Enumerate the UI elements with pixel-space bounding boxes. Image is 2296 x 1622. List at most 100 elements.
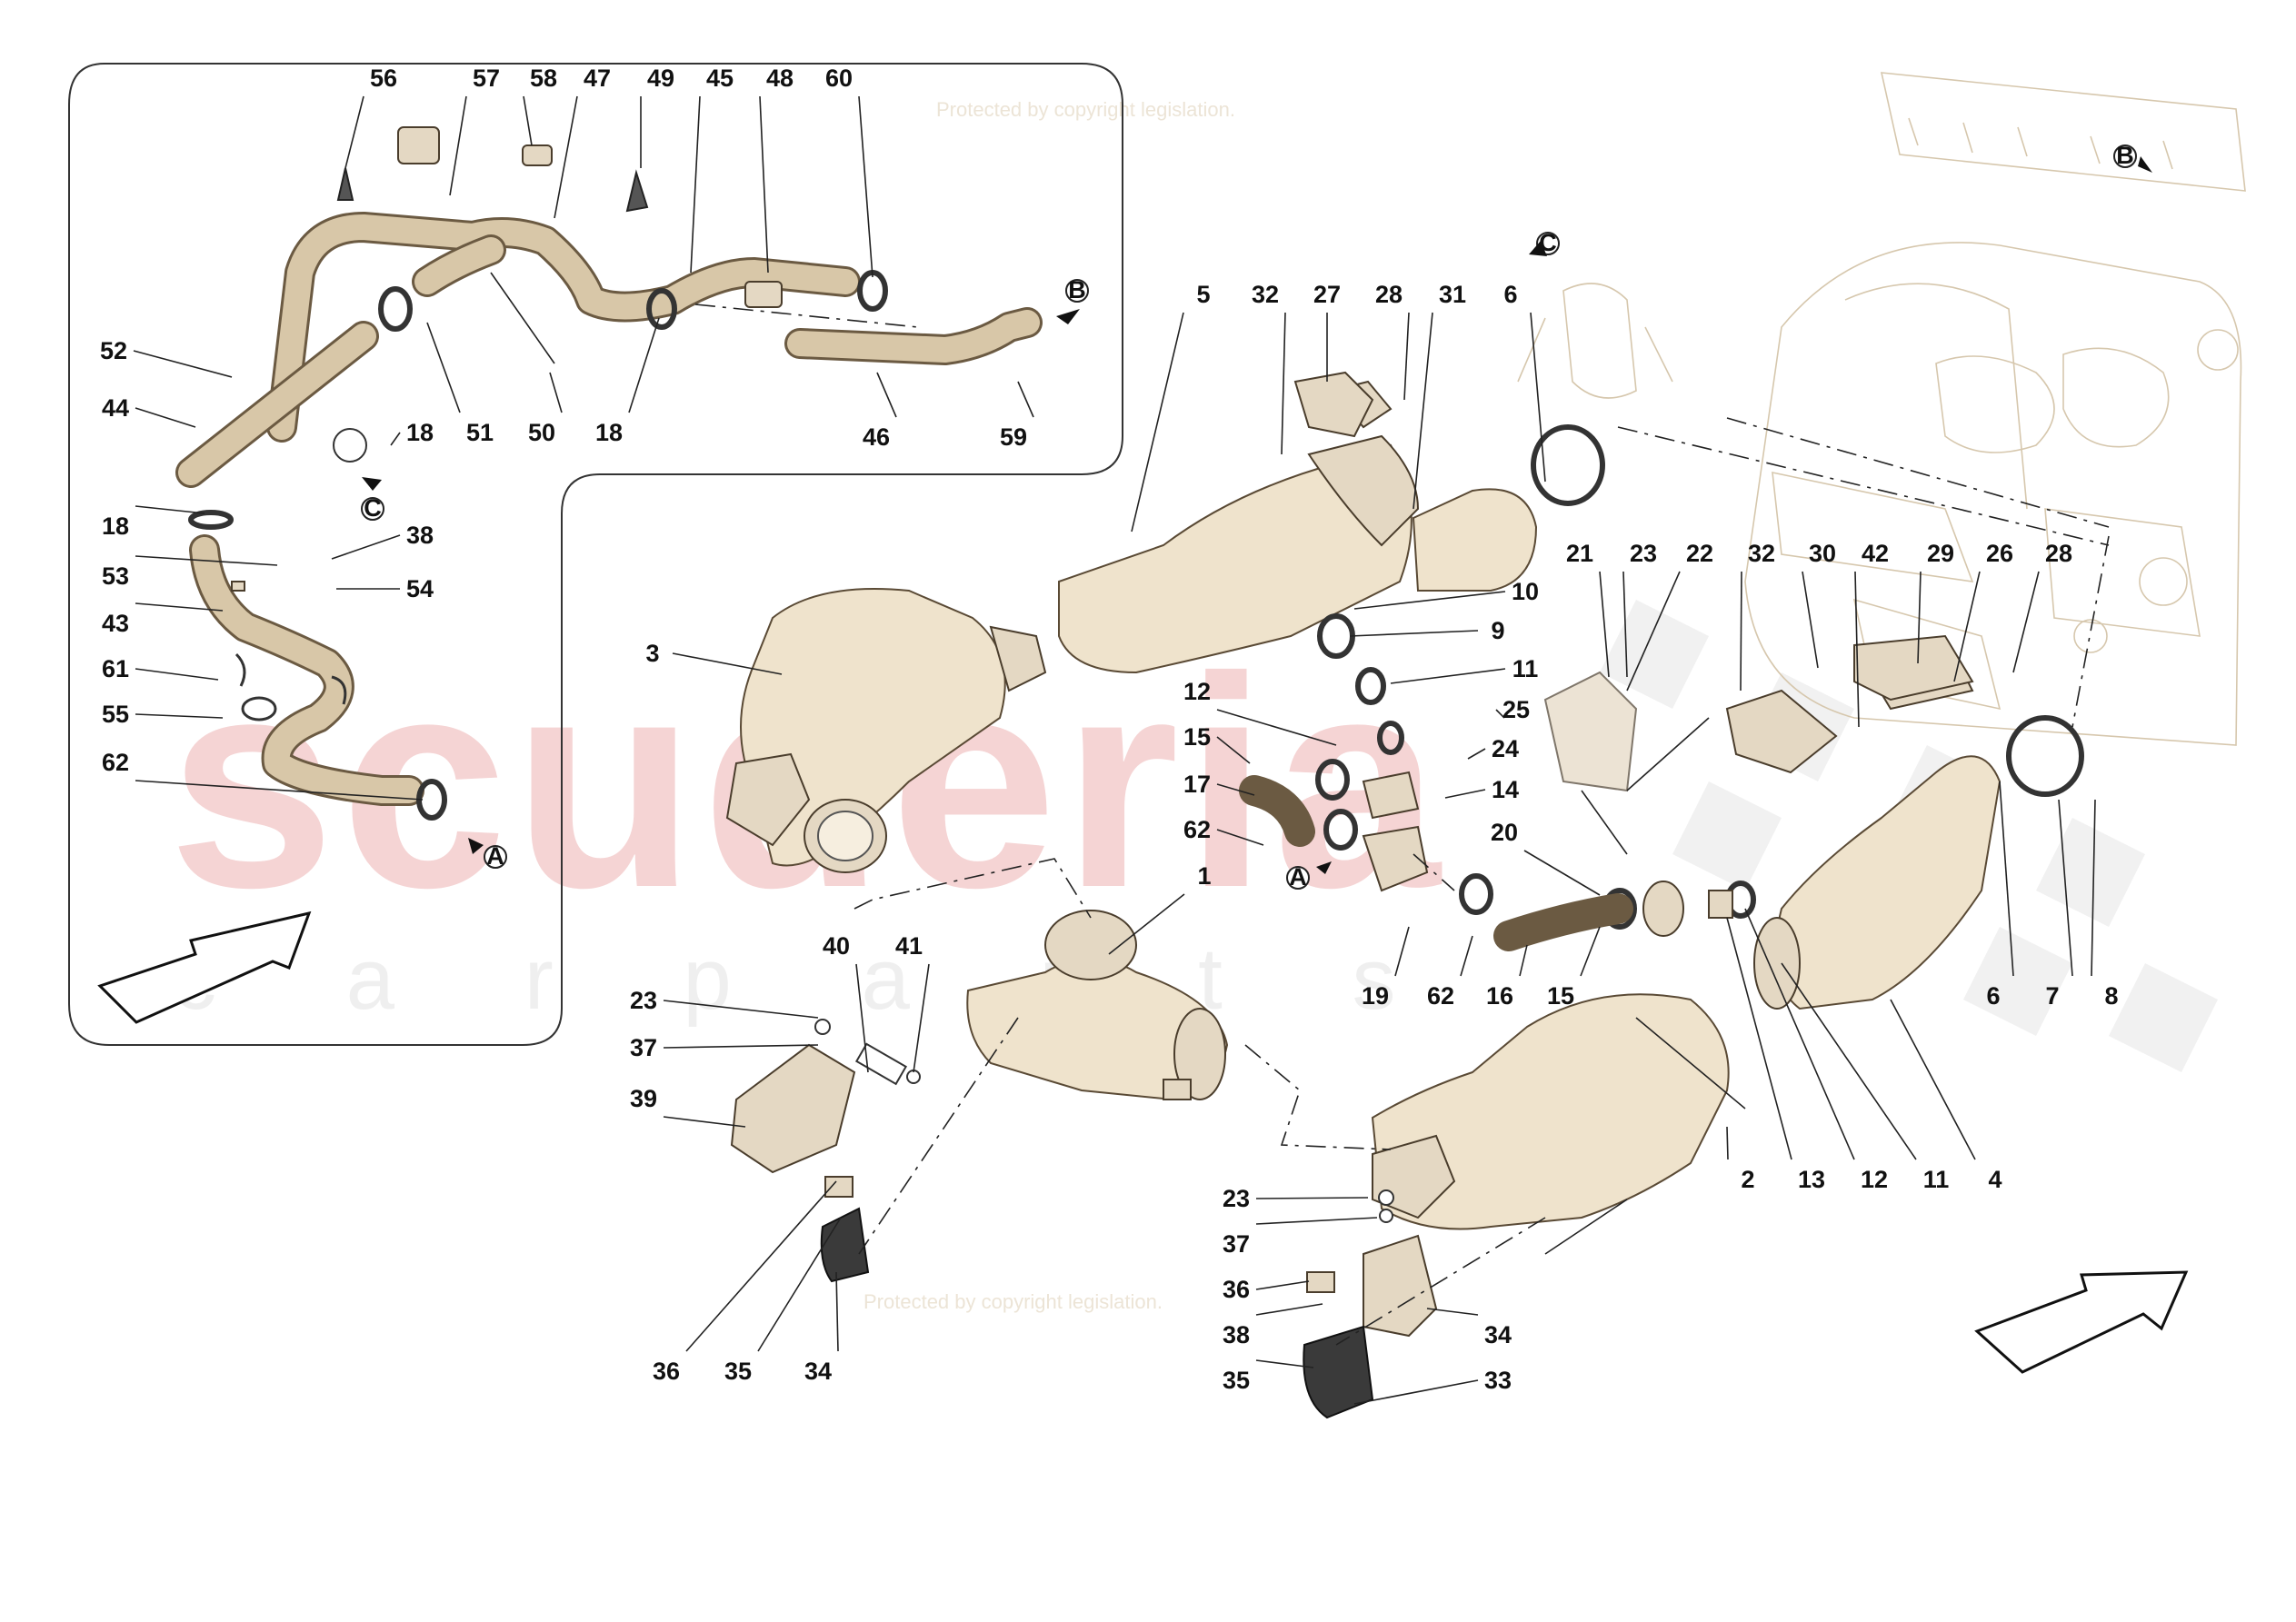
part-label-55: 55 (102, 701, 129, 728)
inset-frame (68, 63, 1123, 1046)
part-label-54: 54 (406, 575, 434, 602)
part-label-38: 38 (1223, 1321, 1250, 1348)
part-label-56: 56 (370, 65, 397, 92)
part-label-37: 37 (630, 1034, 657, 1061)
leader-line-23 (1622, 571, 1628, 678)
part-label-1: 1 (1197, 862, 1211, 890)
leader-line-4 (1890, 999, 1976, 1160)
leader-line-50 (549, 372, 563, 413)
part-label-18: 18 (595, 419, 623, 446)
clamp-ring-6b (2006, 715, 2084, 797)
leader-line-36 (685, 1180, 837, 1352)
part-label-8: 8 (2104, 982, 2118, 1010)
copyright-notes: Protected by copyright legislation. Prot… (863, 98, 1235, 1313)
part-label-52: 52 (100, 337, 127, 364)
part-label-27: 27 (1313, 281, 1341, 308)
part-label-57: 57 (473, 65, 500, 92)
part-label-48: 48 (766, 65, 794, 92)
leader-line-18 (628, 317, 660, 413)
part-label-45: 45 (706, 65, 734, 92)
part-label-11: 11 (1512, 655, 1539, 682)
part-label-39: 39 (630, 1085, 657, 1112)
part-label-3: 3 (645, 640, 659, 667)
part-label-50: 50 (528, 419, 555, 446)
leader-line-38 (1255, 1303, 1323, 1316)
leader-line-16 (1519, 944, 1528, 977)
part-label-62: 62 (102, 749, 129, 776)
leader-line-14 (1444, 789, 1486, 799)
leader-line-24 (1467, 748, 1486, 760)
leader-line-5 (1131, 312, 1184, 532)
leader-line-48 (759, 95, 769, 274)
leader-line-56 (344, 95, 364, 169)
leader-line-20 (1523, 850, 1601, 896)
svg-text:A: A (486, 842, 504, 870)
leader-line-10 (1353, 591, 1506, 610)
part-label-36: 36 (1223, 1276, 1250, 1303)
leader-line-26 (1953, 571, 1981, 682)
leader-line-55 (135, 713, 224, 719)
leader-line-52 (133, 350, 233, 378)
svg-text:A: A (1289, 863, 1307, 891)
leader-line-18 (390, 432, 401, 446)
leader-line-2 (1726, 1126, 1729, 1160)
part-label-62: 62 (1427, 982, 1454, 1010)
part-label-15: 15 (1183, 723, 1211, 751)
part-label-36: 36 (653, 1358, 680, 1385)
copyright-line-top: Protected by copyright legislation. (936, 98, 1235, 121)
part-label-61: 61 (102, 655, 129, 682)
watermark-tagline: c a r p a r t s (173, 930, 1448, 1028)
part-label-49: 49 (647, 65, 674, 92)
leader-line-8 (2091, 799, 2096, 977)
leader-line-23 (1255, 1197, 1369, 1199)
part-label-42: 42 (1862, 540, 1889, 567)
leader-line-47 (554, 95, 578, 219)
leader-line-61 (135, 668, 219, 681)
leader-line-35 (1255, 1359, 1314, 1368)
part-label-10: 10 (1512, 578, 1539, 605)
part-label-41: 41 (895, 932, 923, 960)
part-label-58: 58 (530, 65, 557, 92)
part-label-22: 22 (1686, 540, 1713, 567)
leader-line-62 (1460, 935, 1473, 977)
part-label-28: 28 (2045, 540, 2072, 567)
leader-line-35 (757, 1217, 842, 1352)
leader-line-6 (1530, 312, 1546, 483)
mount-33 (1363, 1234, 1438, 1338)
leader-line-22 (1626, 571, 1681, 692)
part-label-46: 46 (863, 423, 890, 451)
mount-34-right (1303, 1325, 1374, 1419)
callout-a-main (1286, 866, 1310, 890)
part-label-25: 25 (1502, 696, 1530, 723)
leader-line-19 (1394, 926, 1410, 977)
callout-b-main (2113, 144, 2137, 168)
leader-line-3 (672, 652, 783, 675)
part-label-51: 51 (466, 419, 494, 446)
leader-line-32 (1740, 571, 1742, 692)
mount-34-left (820, 1207, 870, 1283)
part-label-2: 2 (1741, 1166, 1754, 1193)
copyright-line-bottom: Protected by copyright legislation. (863, 1290, 1163, 1313)
callout-markers: A B C C B A (361, 142, 2152, 891)
leader-line-37 (1255, 1217, 1378, 1225)
part-label-11: 11 (1923, 1166, 1950, 1193)
clamp-ring (188, 510, 234, 530)
direction-arrow-left (97, 911, 312, 1024)
leader-line-13 (1726, 917, 1792, 1160)
part-label-29: 29 (1927, 540, 1954, 567)
part-label-14: 14 (1492, 776, 1519, 803)
leader-line-38 (331, 534, 401, 560)
leader-line-59 (1017, 381, 1034, 418)
part-label-40: 40 (823, 932, 850, 960)
leader-line-7 (2058, 799, 2073, 977)
callout-a-inset (484, 845, 507, 869)
part-label-17: 17 (1183, 771, 1211, 798)
svg-text:C: C (364, 494, 382, 522)
leader-line-28 (1403, 312, 1410, 401)
part-label-12: 12 (1861, 1166, 1888, 1193)
leader-line-11 (1781, 962, 1917, 1160)
part-label-43: 43 (102, 610, 129, 637)
leader-line-46 (876, 372, 897, 418)
part-label-35: 35 (1223, 1367, 1250, 1394)
